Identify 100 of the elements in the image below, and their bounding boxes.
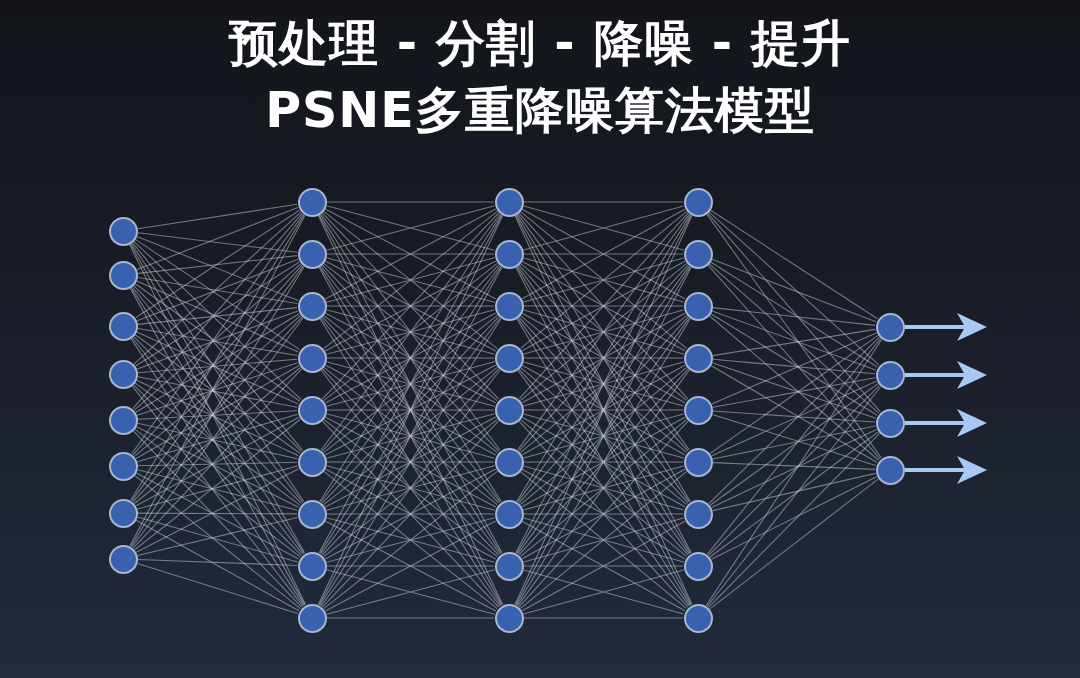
crossing-lines — [521, 260, 686, 352]
crossing-lines — [518, 212, 689, 400]
connection-line — [523, 513, 684, 515]
crossing-lines — [516, 266, 691, 554]
neuron-circle — [108, 359, 138, 389]
connection-line — [712, 307, 876, 326]
connection-line — [326, 513, 495, 515]
crossing-lines — [522, 205, 685, 251]
crossing-lines — [517, 265, 690, 503]
crossing-lines — [522, 413, 685, 459]
neuron-circle — [875, 408, 905, 438]
crossing-lines — [324, 468, 497, 560]
connection-line — [133, 263, 302, 411]
neuron-circle — [494, 239, 524, 269]
connection-line — [135, 261, 300, 367]
connection-line — [137, 422, 298, 460]
diagram-subtitle: PSNE多重降噪算法模型 — [265, 81, 815, 141]
neuron-circle — [494, 499, 524, 529]
connection-line — [712, 462, 876, 470]
crossing-lines — [518, 368, 689, 556]
connection-line — [133, 240, 302, 401]
connection-line — [710, 476, 878, 560]
connection-line — [523, 357, 684, 359]
connection-line — [707, 264, 881, 460]
crossing-lines — [325, 569, 496, 615]
crossing-lines — [321, 316, 500, 504]
connection-line — [135, 313, 300, 413]
neuron-circle — [683, 551, 713, 581]
neuron-circle — [875, 360, 905, 390]
connection-line — [710, 313, 878, 416]
connection-line — [711, 428, 877, 509]
neuron-circle — [875, 455, 905, 485]
connection-line — [711, 380, 877, 457]
crossing-lines — [517, 369, 690, 607]
crossing-lines — [522, 309, 685, 355]
neuron-circle — [494, 551, 524, 581]
connection-line — [706, 213, 882, 459]
connection-line — [709, 335, 879, 454]
connection-line — [136, 413, 299, 463]
connection-line — [133, 315, 302, 457]
crossing-lines — [522, 517, 685, 563]
connection-line — [132, 430, 303, 608]
arrow — [905, 361, 987, 389]
crossing-lines — [324, 208, 497, 300]
connection-line — [326, 357, 495, 359]
neuron-circle — [494, 395, 524, 425]
connection-line — [712, 425, 876, 460]
crossing-lines — [518, 316, 689, 504]
connection-line — [707, 433, 881, 608]
crossing-lines — [320, 265, 501, 503]
connection-line — [708, 211, 880, 366]
connection-line — [709, 383, 879, 506]
neuron-circle — [875, 312, 905, 342]
crossing-lines — [325, 257, 496, 303]
connection-line — [712, 472, 876, 512]
connection-line — [523, 253, 684, 255]
connection-line — [136, 258, 299, 322]
crossing-lines — [320, 369, 501, 607]
connection-line — [137, 327, 298, 357]
connection-line — [706, 386, 882, 607]
arrow — [905, 456, 987, 484]
connection-line — [710, 365, 878, 463]
crossing-lines — [522, 569, 685, 615]
connection-line — [326, 617, 495, 619]
crossing-lines — [321, 212, 500, 400]
neuron-circle — [108, 498, 138, 528]
crossing-lines — [324, 260, 497, 352]
connection-line — [137, 559, 298, 566]
neuron-circle — [108, 544, 138, 574]
connection-line — [137, 276, 298, 305]
connection-line — [136, 310, 299, 370]
connection-line — [708, 315, 880, 461]
connection-line — [134, 334, 301, 454]
crossing-lines — [320, 317, 501, 555]
neuron-circle — [494, 447, 524, 477]
connection-line — [707, 212, 881, 413]
connection-line — [711, 362, 877, 419]
neuron-circle — [494, 343, 524, 373]
crossing-lines — [325, 309, 496, 355]
connection-line — [136, 362, 299, 416]
neuron-circle — [108, 451, 138, 481]
connection-line — [136, 236, 299, 302]
neuron-circle — [297, 499, 327, 529]
crossing-lines — [520, 419, 687, 557]
connection-line — [523, 565, 684, 567]
neuron-circle — [683, 291, 713, 321]
connection-line — [712, 377, 876, 408]
crossing-lines — [522, 257, 685, 303]
crossing-lines — [325, 205, 496, 251]
crossing-lines — [520, 263, 687, 401]
crossing-lines — [324, 416, 497, 508]
connection-line — [712, 410, 876, 423]
connection-line — [326, 565, 495, 567]
connection-line — [137, 358, 298, 374]
neuron-circle — [683, 499, 713, 529]
neuron-circle — [297, 447, 327, 477]
crossing-lines — [325, 413, 496, 459]
connection-line — [712, 328, 876, 357]
connection-line — [137, 461, 298, 467]
connection-line — [135, 209, 300, 319]
